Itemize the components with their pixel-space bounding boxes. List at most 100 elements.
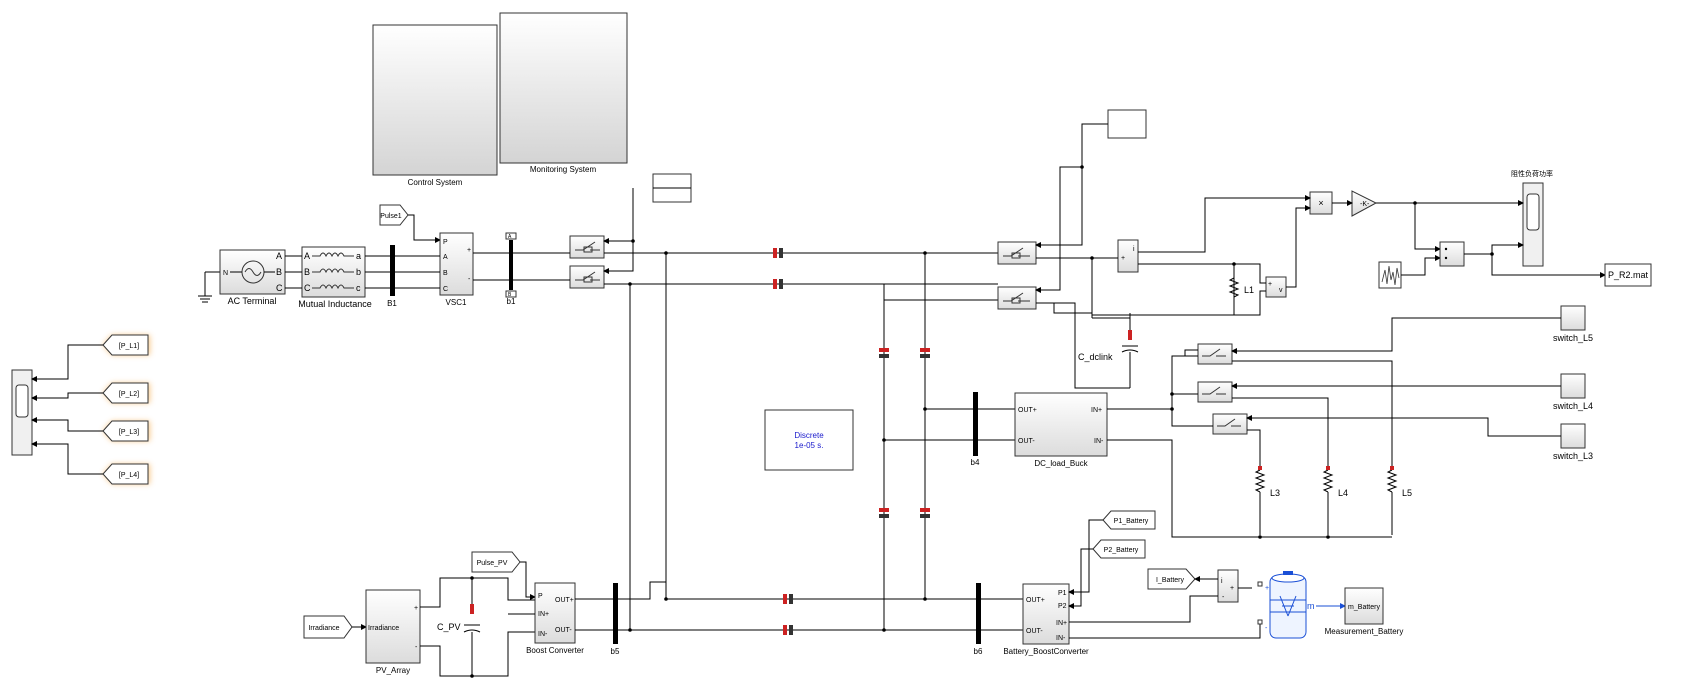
ac-port-a: A: [276, 251, 282, 261]
dc-load-buck-label: DC_load_Buck: [1034, 459, 1088, 468]
dc-port-in-minus: IN-: [1094, 438, 1104, 445]
connector-lower-1: [783, 594, 793, 604]
gain-text: -K-: [1360, 201, 1370, 208]
pulse-pv-from-tag[interactable]: Pulse_PV: [471, 551, 521, 573]
boost-port-out-plus: OUT+: [555, 597, 574, 604]
battery-current-measurement[interactable]: i + -: [1217, 569, 1239, 603]
pv-array-block[interactable]: Irradiance + - PV_Array: [365, 589, 421, 675]
pulse1-from-tag[interactable]: Pulse1: [379, 204, 409, 226]
mi-in-a: A: [304, 251, 310, 261]
product-symbol: ×: [1318, 198, 1323, 208]
breaker-l5[interactable]: [1197, 343, 1233, 365]
switch-l3-block[interactable]: switch_L3: [1553, 423, 1593, 461]
capacitor-c-pv[interactable]: C_PV: [437, 578, 481, 676]
bat-port-out-minus: OUT-: [1026, 628, 1043, 635]
pulse1-text: Pulse1: [380, 213, 402, 220]
goto-tag-p-l1[interactable]: [P_L1]: [102, 334, 150, 356]
boost-port-p: P: [538, 593, 543, 600]
bus-b5[interactable]: b5: [611, 583, 620, 656]
ac-terminal-block[interactable]: N A B C AC Terminal: [219, 249, 286, 306]
boost-converter-label: Boost Converter: [526, 646, 584, 655]
p1-battery-from-tag[interactable]: P1_Battery: [1102, 510, 1156, 530]
bus-b1[interactable]: B1: [387, 245, 397, 308]
pulse-pv-text: Pulse_PV: [477, 560, 508, 567]
display-block-right[interactable]: [1107, 109, 1147, 139]
switch-l4-label: switch_L4: [1553, 401, 1593, 411]
left-scope[interactable]: [11, 369, 33, 456]
product-block[interactable]: ×: [1309, 191, 1333, 215]
breaker-top-right-2[interactable]: [997, 286, 1037, 310]
breaker-l3[interactable]: [1212, 413, 1248, 435]
monitoring-system-subsystem[interactable]: Monitoring System: [499, 12, 628, 174]
breaker-l4[interactable]: [1197, 381, 1233, 403]
goto-tag-p-l2[interactable]: [P_L2]: [102, 382, 150, 404]
bat-port-in-plus: IN+: [1056, 620, 1067, 627]
inductor-l1[interactable]: L1: [1228, 264, 1254, 315]
ac-port-b: B: [276, 267, 282, 277]
irradiance-from-tag[interactable]: Irradiance: [303, 615, 353, 639]
resistor-l3[interactable]: L3: [1254, 460, 1280, 535]
m-battery-block[interactable]: m_Battery Measurement_Battery: [1325, 587, 1404, 636]
connector-lower-2: [783, 625, 793, 635]
mutual-inductance-block[interactable]: A B C a b c Mutual Inductance: [298, 246, 372, 309]
breaker-top-left[interactable]: [569, 235, 605, 259]
control-system-subsystem[interactable]: Control System: [372, 24, 498, 187]
switch-l4-block[interactable]: switch_L4: [1553, 373, 1593, 411]
connector-v-4: [920, 508, 930, 518]
bus-b6[interactable]: b6: [974, 583, 983, 656]
goto-tag-p-l3[interactable]: [P_L3]: [102, 420, 150, 442]
battery-boost-label: Battery_BoostConverter: [1003, 647, 1089, 656]
battery-boost-converter-block[interactable]: OUT+ OUT- P1 P2 IN+ IN- Battery_BoostCon…: [1003, 583, 1089, 656]
ground-symbol: [198, 271, 220, 303]
im-i: i: [1133, 246, 1135, 253]
battery-m-port: m: [1307, 601, 1315, 611]
product-block-2[interactable]: [1439, 241, 1465, 267]
resistor-l3-label: L3: [1270, 488, 1280, 498]
dc-port-in-plus: IN+: [1091, 407, 1102, 414]
voltage-measurement-block[interactable]: + v: [1265, 276, 1287, 298]
p2-battery-from-tag[interactable]: P2_Battery: [1092, 539, 1146, 559]
current-measurement-block[interactable]: + i: [1117, 239, 1139, 273]
scope-input-wires: [31, 344, 103, 475]
bat-im-plus: +: [1230, 585, 1234, 592]
breaker-bottom-left[interactable]: [569, 265, 605, 289]
resistive-power-scope[interactable]: 阻性负荷功率: [1511, 169, 1553, 267]
mi-in-b: B: [304, 267, 310, 277]
goto-tag-p-l4[interactable]: [P_L4]: [102, 463, 150, 485]
m-battery-text: m_Battery: [1348, 604, 1380, 611]
resistor-l5[interactable]: L5: [1386, 460, 1412, 535]
i-battery-goto-tag[interactable]: I_Battery: [1147, 568, 1196, 590]
goto-tag-p-l1-text: [P_L1]: [119, 343, 139, 350]
vsc1-port-p: P: [443, 239, 448, 246]
bat-im-minus: -: [1222, 594, 1225, 601]
vsc1-block[interactable]: P A B C + - VSC1: [439, 232, 474, 307]
ac-port-c: C: [276, 283, 283, 293]
mi-out-a: a: [356, 251, 361, 261]
breaker-top-right-1[interactable]: [997, 241, 1037, 265]
c-pv-label: C_PV: [437, 622, 461, 632]
switch-l5-block[interactable]: switch_L5: [1553, 305, 1593, 343]
resistor-l4[interactable]: L4: [1322, 460, 1348, 535]
random-source-block[interactable]: [1378, 261, 1402, 289]
to-file-p-r2-text: P_R2.mat: [1608, 270, 1649, 280]
powergui-discrete-block[interactable]: Discrete 1e-05 s.: [764, 409, 854, 471]
boost-port-in-plus: IN+: [538, 611, 549, 618]
measurement-battery-label: Measurement_Battery: [1325, 627, 1404, 636]
capacitor-c-dclink[interactable]: C_dclink: [1078, 313, 1139, 388]
vsc1-port-plus: +: [467, 247, 471, 254]
bus-b1-lower-port-b: B: [508, 292, 512, 298]
to-file-p-r2[interactable]: P_R2.mat: [1604, 263, 1652, 287]
battery-block[interactable]: + - m: [1257, 571, 1315, 639]
boost-converter-block[interactable]: P IN+ IN- OUT+ OUT- Boost Converter: [526, 582, 584, 655]
battery-minus: -: [1265, 625, 1268, 632]
bus-b1-lower[interactable]: A B b1: [505, 232, 517, 306]
goto-tag-p-l2-text: [P_L2]: [119, 391, 139, 398]
dc-port-out-plus: OUT+: [1018, 407, 1037, 414]
boost-port-in-minus: IN-: [538, 631, 548, 638]
connector-upper-1: [773, 248, 783, 258]
connector-v-2: [920, 348, 930, 358]
bus-b4[interactable]: b4: [971, 392, 980, 467]
gain-block[interactable]: -K-: [1351, 190, 1378, 217]
dc-load-buck-block[interactable]: OUT+ OUT- IN+ IN- DC_load_Buck: [1014, 392, 1108, 468]
